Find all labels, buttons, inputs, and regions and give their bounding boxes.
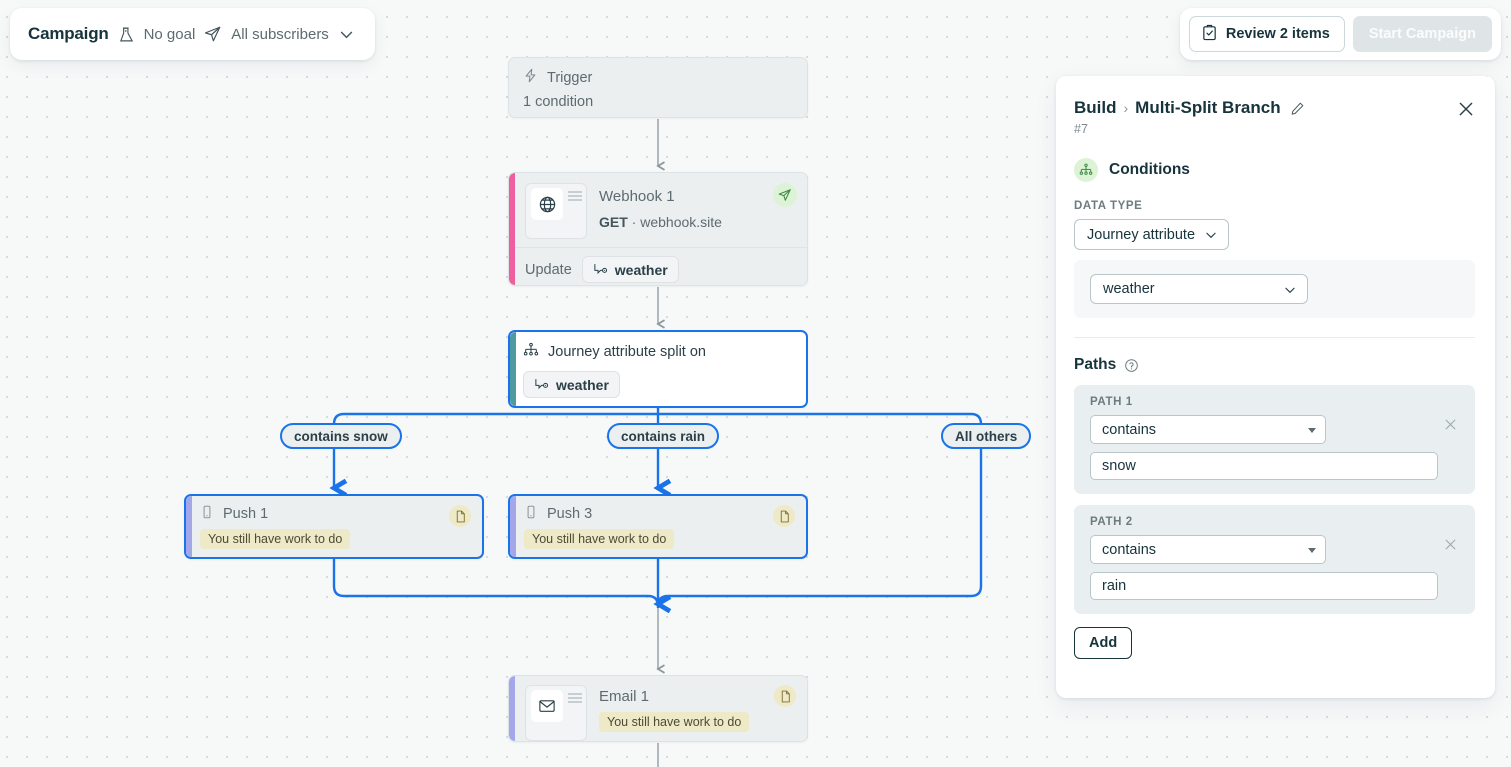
flow-node-webhook[interactable]: Webhook 1 GET · webhook.site Update <box>508 172 808 286</box>
attribute-value: weather <box>1103 281 1155 297</box>
node-settings-panel: Build › Multi-Split Branch #7 <box>1056 76 1495 698</box>
webhook-attribute-label: weather <box>614 261 668 278</box>
path-1-operator-select[interactable]: contains <box>1090 415 1326 444</box>
path-card-2: PATH 2 contains <box>1074 505 1475 614</box>
paths-title: Paths <box>1074 356 1117 373</box>
attribute-select[interactable]: weather <box>1090 274 1308 304</box>
trigger-subtitle: 1 condition <box>523 94 594 110</box>
path-2-operator-value: contains <box>1102 541 1157 558</box>
path-card-1: PATH 1 contains <box>1074 385 1475 494</box>
webhook-method: GET <box>599 214 628 230</box>
caret-down-icon <box>1308 428 1316 433</box>
pencil-icon[interactable] <box>1290 101 1305 116</box>
thumbnail-lines <box>568 693 582 705</box>
email-thumbnail <box>525 685 587 741</box>
globe-icon <box>531 188 563 220</box>
node-id: #7 <box>1074 122 1088 136</box>
add-path-button[interactable]: Add <box>1074 627 1133 659</box>
paper-plane-icon <box>204 25 222 43</box>
campaign-title: Campaign <box>28 24 109 43</box>
chevron-down-icon[interactable] <box>338 26 355 43</box>
branch-label-snow[interactable]: contains snow <box>280 423 402 449</box>
push-1-title: Push 1 <box>223 506 269 522</box>
webhook-separator: · <box>627 214 641 230</box>
data-type-label: DATA TYPE <box>1074 200 1143 212</box>
split-attribute-label: weather <box>556 376 609 393</box>
data-type-value: Journey attribute <box>1087 226 1196 243</box>
question-mark-icon[interactable] <box>1124 358 1139 373</box>
webhook-host: webhook.site <box>640 214 722 230</box>
branch-label-rain[interactable]: contains rain <box>607 423 720 449</box>
review-items-button[interactable]: Review 2 items <box>1188 16 1345 52</box>
path-1-operator-value: contains <box>1102 421 1157 438</box>
chevron-down-icon <box>1204 228 1218 242</box>
trigger-title: Trigger <box>547 69 593 86</box>
node-accent-bar <box>509 173 515 285</box>
goal-flag-icon <box>118 26 135 43</box>
campaign-bar[interactable]: Campaign No goal All subscribers <box>10 8 375 60</box>
audience-label: All subscribers <box>231 25 329 43</box>
node-accent-bar <box>509 676 515 741</box>
path-2-value-input[interactable] <box>1090 572 1438 600</box>
attribute-icon <box>534 376 549 394</box>
webhook-thumbnail <box>525 183 587 239</box>
clipboard-check-icon <box>1201 24 1218 45</box>
branch-label-all-others[interactable]: All others <box>941 423 1032 449</box>
close-icon[interactable] <box>1455 98 1477 120</box>
review-items-label: Review 2 items <box>1225 26 1330 42</box>
node-accent-bar <box>510 496 516 557</box>
breadcrumb-current: Multi-Split Branch <box>1135 98 1281 117</box>
webhook-update-label: Update <box>525 261 572 278</box>
thumbnail-lines <box>568 191 582 203</box>
webhook-name: Webhook 1 <box>599 188 675 205</box>
envelope-icon <box>531 690 563 722</box>
split-branch-icon <box>1074 158 1098 182</box>
start-campaign-button[interactable]: Start Campaign <box>1352 16 1492 52</box>
attribute-selector-box: weather <box>1074 260 1475 318</box>
data-type-select[interactable]: Journey attribute <box>1074 219 1230 250</box>
flow-node-email[interactable]: Email 1 You still have work to do <box>508 675 808 742</box>
conditions-title: Conditions <box>1109 161 1190 178</box>
breadcrumb-root[interactable]: Build <box>1074 98 1117 117</box>
mobile-phone-icon <box>524 505 538 523</box>
chevron-down-icon <box>1283 283 1297 301</box>
lightning-bolt-icon <box>523 68 538 87</box>
flow-node-trigger[interactable]: Trigger 1 condition <box>508 57 808 118</box>
document-icon <box>773 505 795 527</box>
paths-header: Paths <box>1074 356 1475 374</box>
flow-node-split[interactable]: Journey attribute split on weather <box>508 330 808 408</box>
path-2-label: PATH 2 <box>1090 516 1133 528</box>
push-3-title: Push 3 <box>547 506 593 522</box>
paper-plane-icon <box>773 183 797 207</box>
path-2-remove-button[interactable] <box>1441 535 1459 553</box>
path-2-operator-select[interactable]: contains <box>1090 535 1326 564</box>
split-attribute-pill[interactable]: weather <box>523 371 620 398</box>
node-accent-bar <box>510 332 516 406</box>
attribute-icon <box>593 261 608 279</box>
caret-down-icon <box>1308 548 1316 553</box>
email-title: Email 1 <box>599 688 650 705</box>
path-1-label: PATH 1 <box>1090 396 1133 408</box>
webhook-attribute-pill[interactable]: weather <box>581 256 679 283</box>
path-1-remove-button[interactable] <box>1441 415 1459 433</box>
action-bar: Review 2 items Start Campaign <box>1179 8 1501 60</box>
goal-label: No goal <box>143 25 196 43</box>
mobile-phone-icon <box>200 505 214 523</box>
flow-node-push-3[interactable]: Push 3 You still have work to do <box>508 494 808 559</box>
split-title: Journey attribute split on <box>548 344 706 360</box>
document-icon <box>449 505 471 527</box>
path-1-value-input[interactable] <box>1090 452 1438 480</box>
panel-divider <box>1074 337 1475 338</box>
breadcrumb-separator: › <box>1123 100 1129 116</box>
document-icon <box>774 685 796 707</box>
push-1-warning: You still have work to do <box>200 529 351 549</box>
email-warning: You still have work to do <box>599 712 750 732</box>
conditions-header: Conditions <box>1074 158 1475 182</box>
flow-node-push-1[interactable]: Push 1 You still have work to do <box>184 494 484 559</box>
split-branch-icon <box>523 342 539 362</box>
push-3-warning: You still have work to do <box>524 529 675 549</box>
node-accent-bar <box>186 496 192 557</box>
breadcrumb: Build › Multi-Split Branch <box>1074 98 1475 118</box>
